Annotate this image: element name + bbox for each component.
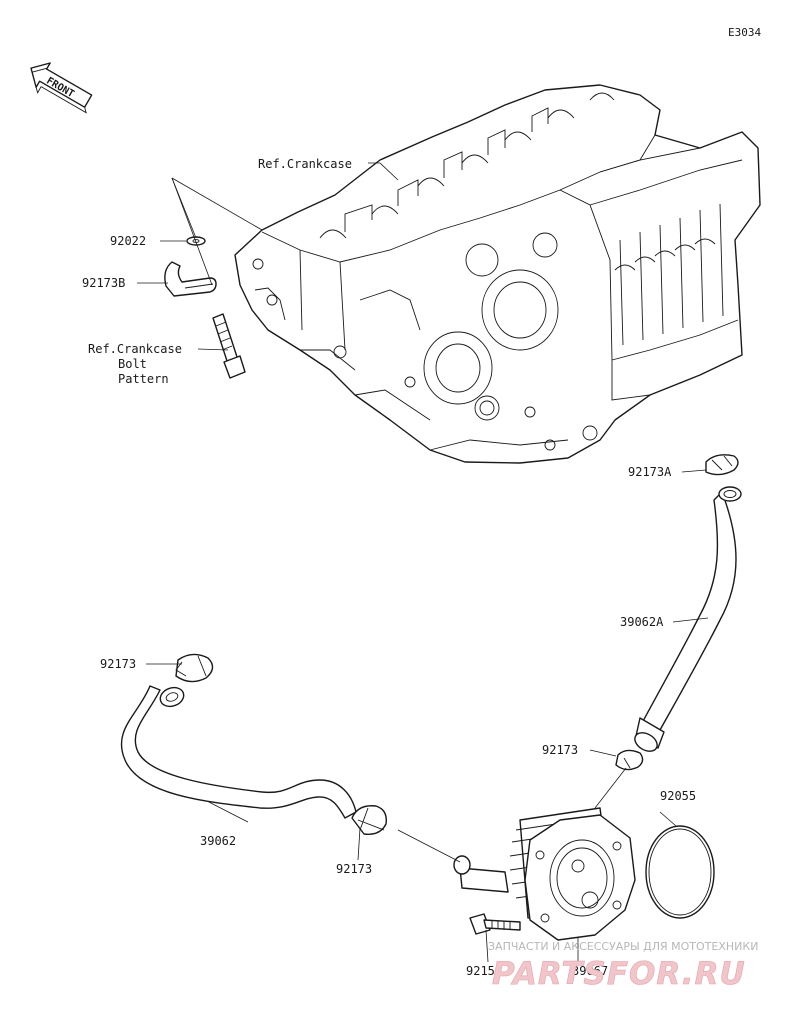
label-92173b: 92173B (82, 276, 125, 290)
label-92173-left: 92173 (100, 657, 136, 671)
o-ring-92055 (645, 825, 715, 919)
clamp-92173-mid (351, 805, 387, 835)
bolt-92154 (469, 913, 521, 935)
label-92154: 92154 (466, 964, 502, 978)
clamp-92173a (705, 454, 739, 476)
label-ref-crankcase-bolt-2: Bolt (118, 357, 147, 371)
washer-92022 (186, 236, 206, 246)
clamp-92173-left (175, 653, 214, 683)
oil-cooler-39067 (453, 807, 636, 941)
hose-39062a (634, 486, 742, 752)
label-92173-mid: 92173 (336, 862, 372, 876)
watermark-tagline: ЗАПЧАСТИ И АКСЕССУАРЫ ДЛЯ МОТОТЕХНИКИ (488, 940, 758, 953)
label-92173a: 92173A (628, 465, 672, 479)
watermark: ЗАПЧАСТИ И АКСЕССУАРЫ ДЛЯ МОТОТЕХНИКИ PA… (488, 940, 758, 992)
crankcase (234, 84, 761, 464)
bolt-crankcase (212, 313, 246, 379)
label-ref-crankcase: Ref.Crankcase (258, 157, 352, 171)
label-ref-crankcase-bolt-1: Ref.Crankcase (88, 342, 182, 356)
label-ref-crankcase-bolt-3: Pattern (118, 372, 169, 386)
label-39062a: 39062A (620, 615, 664, 629)
clamp-92173b (164, 261, 217, 297)
diagram-code: E3034 (728, 26, 761, 39)
front-arrow-icon: FRONT (30, 62, 93, 114)
watermark-brand: PARTSFOR.RU (492, 956, 746, 992)
leader-lines (137, 162, 709, 963)
hose-39062 (120, 685, 357, 819)
label-92055: 92055 (660, 789, 696, 803)
label-39067: 39067 (572, 964, 608, 978)
label-92173-bottom: 92173 (542, 743, 578, 757)
clamp-92173-cooler (615, 749, 644, 771)
label-39062: 39062 (200, 834, 236, 848)
label-92022: 92022 (110, 234, 146, 248)
